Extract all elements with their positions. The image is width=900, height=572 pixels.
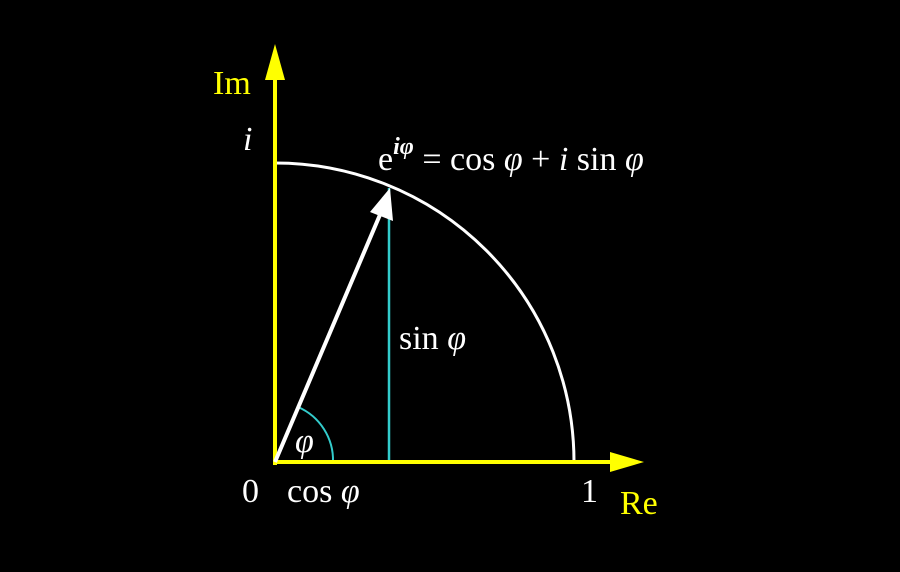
euler-formula: eiφ = cos φ + i sin φ <box>378 134 644 178</box>
cos-phi-label: cos φ <box>287 473 360 510</box>
imaginary-axis-label: Im <box>213 65 251 102</box>
angle-phi-label: φ <box>295 423 314 460</box>
imaginary-axis-arrowhead <box>265 44 285 80</box>
real-axis-label: Re <box>620 485 658 522</box>
unit-quarter-circle <box>274 161 576 463</box>
angle-arc <box>297 406 335 463</box>
one-label: 1 <box>581 473 598 510</box>
origin-label: 0 <box>242 473 259 510</box>
unit-vector <box>273 209 384 463</box>
real-axis-arrowhead <box>610 452 644 472</box>
sin-phi-label: sin φ <box>399 320 466 357</box>
imaginary-unit-label: i <box>243 121 252 158</box>
unit-vector-arrowhead <box>370 188 393 221</box>
